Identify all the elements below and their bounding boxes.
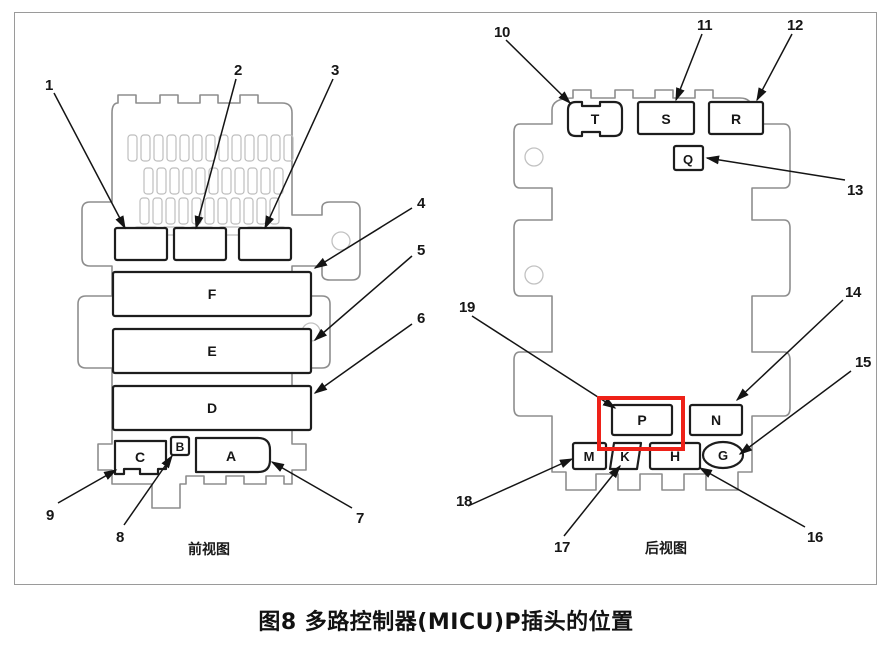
callout-9: 9 bbox=[46, 507, 55, 524]
rear-view-caption: 后视图 bbox=[645, 541, 687, 557]
callout-13: 13 bbox=[847, 182, 864, 199]
front-view-caption: 前视图 bbox=[188, 542, 230, 558]
callout-2: 2 bbox=[234, 62, 243, 79]
callout-8: 8 bbox=[116, 529, 125, 546]
callout-1: 1 bbox=[45, 77, 54, 94]
callout-18: 18 bbox=[456, 493, 473, 510]
callout-3: 3 bbox=[331, 62, 340, 79]
callout-7: 7 bbox=[356, 510, 365, 527]
callout-12: 12 bbox=[787, 17, 804, 34]
callout-15: 15 bbox=[855, 354, 872, 371]
diagram-frame bbox=[14, 12, 877, 585]
callout-10: 10 bbox=[494, 24, 511, 41]
p-connector-highlight bbox=[597, 396, 685, 451]
callout-6: 6 bbox=[417, 310, 426, 327]
callout-4: 4 bbox=[417, 195, 426, 212]
callout-16: 16 bbox=[807, 529, 824, 546]
figure-caption: 图8 多路控制器(MICU)P插头的位置 bbox=[258, 610, 634, 635]
callout-5: 5 bbox=[417, 242, 426, 259]
callout-19: 19 bbox=[459, 299, 476, 316]
callout-17: 17 bbox=[554, 539, 571, 556]
callout-14: 14 bbox=[845, 284, 862, 301]
callout-11: 11 bbox=[697, 17, 713, 34]
